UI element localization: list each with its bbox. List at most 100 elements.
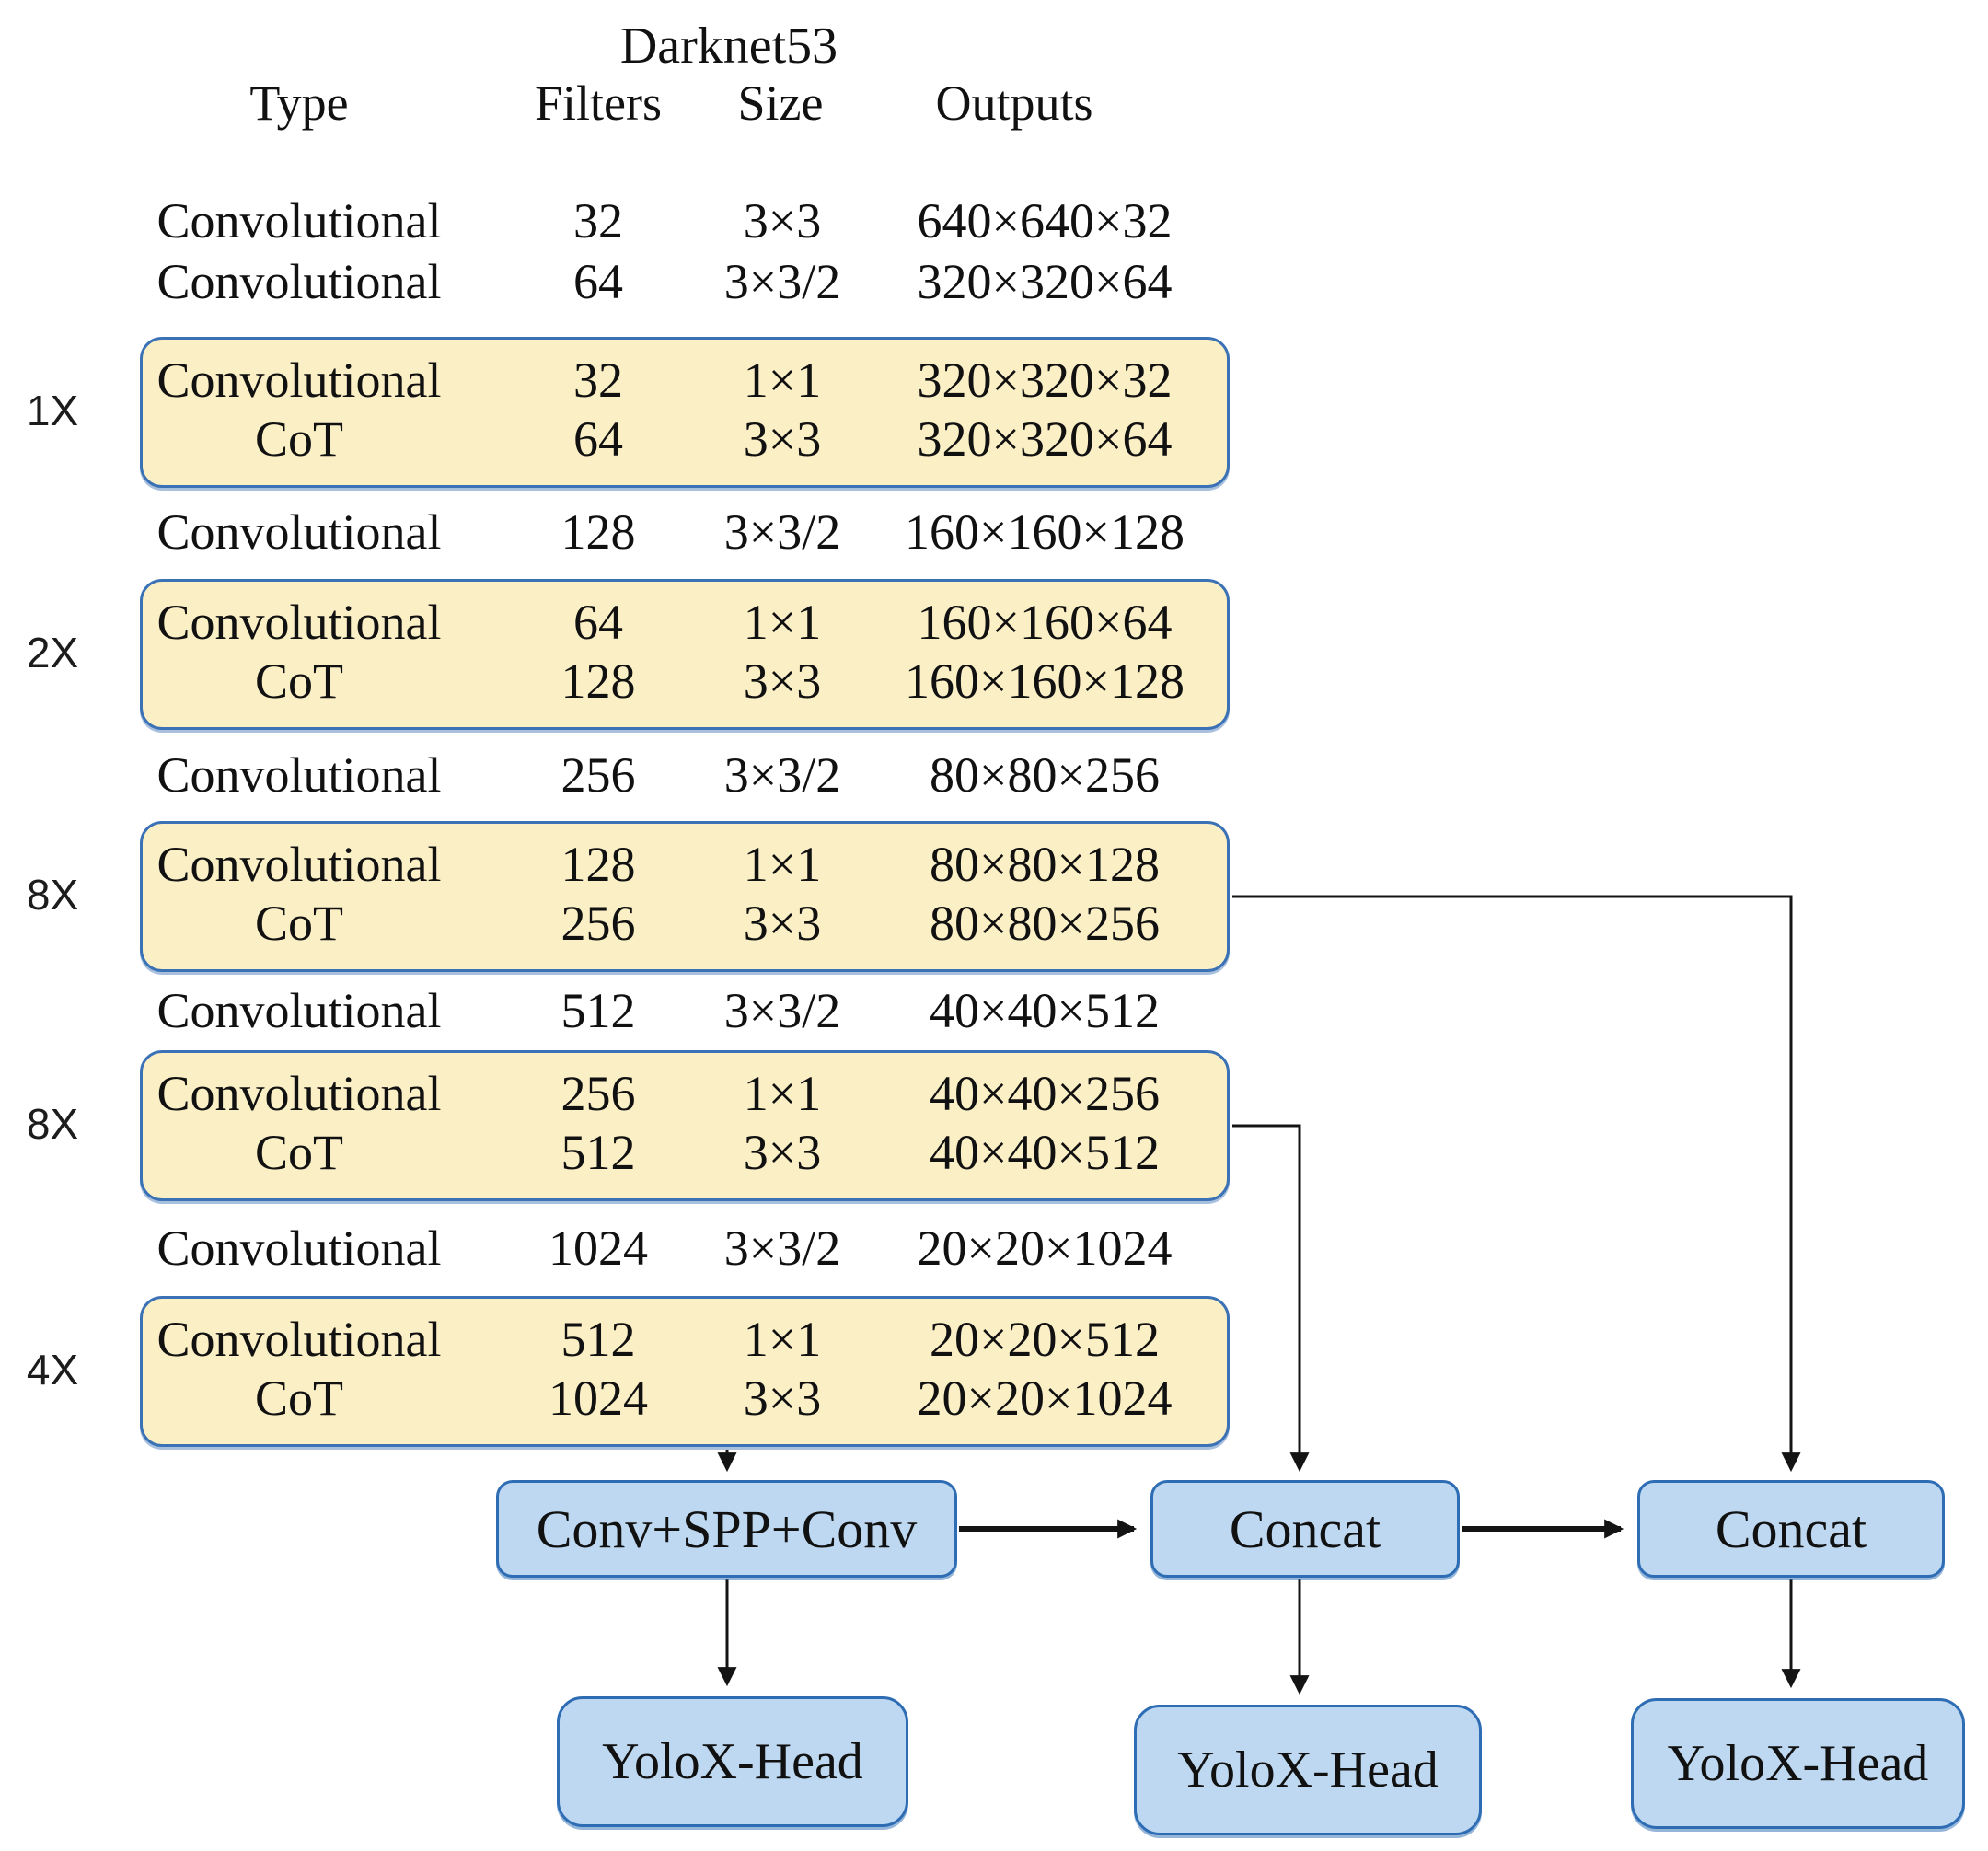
node-yolox-head-left: YoloX-Head bbox=[557, 1696, 908, 1827]
cell-type: Convolutional bbox=[156, 1312, 442, 1367]
node-yolox-head-mid: YoloX-Head bbox=[1134, 1705, 1482, 1835]
cell-outputs: 20×20×1024 bbox=[917, 1221, 1173, 1276]
residual-block-8x-b bbox=[140, 1050, 1230, 1201]
cell-size: 1×1 bbox=[743, 595, 822, 650]
cell-type: Convolutional bbox=[156, 193, 442, 249]
block-row: CoT 256 3×3 80×80×256 bbox=[0, 895, 1289, 952]
cell-size: 3×3 bbox=[743, 1125, 822, 1180]
cell-type: Convolutional bbox=[156, 353, 442, 408]
block-multiplier-label: 8X bbox=[26, 1100, 79, 1148]
block-row: Convolutional 512 1×1 20×20×512 bbox=[0, 1311, 1289, 1368]
cell-type: CoT bbox=[254, 654, 343, 709]
cell-size: 1×1 bbox=[743, 353, 822, 408]
column-header-filters: Filters bbox=[534, 75, 662, 131]
cell-filters: 32 bbox=[573, 353, 623, 408]
cell-outputs: 40×40×256 bbox=[930, 1066, 1160, 1121]
cell-type: CoT bbox=[254, 1371, 343, 1426]
arrow-80x80-to-concat-right bbox=[1232, 895, 1801, 1473]
cell-outputs: 160×160×128 bbox=[905, 504, 1185, 560]
cell-size: 3×3 bbox=[743, 193, 822, 249]
cell-outputs: 20×20×1024 bbox=[917, 1371, 1173, 1426]
layer-row-conv1024: Convolutional 1024 3×3/2 20×20×1024 bbox=[0, 1220, 1289, 1277]
cell-type: Convolutional bbox=[156, 983, 442, 1038]
residual-block-1x bbox=[140, 337, 1230, 488]
cell-filters: 128 bbox=[561, 837, 636, 892]
cell-outputs: 20×20×512 bbox=[930, 1312, 1160, 1367]
node-conv-spp-conv: Conv+SPP+Conv bbox=[496, 1480, 957, 1578]
column-header-outputs: Outputs bbox=[935, 75, 1093, 131]
block-row: CoT 1024 3×3 20×20×1024 bbox=[0, 1370, 1289, 1427]
cell-type: Convolutional bbox=[156, 837, 442, 892]
layer-row-conv64: Convolutional 64 3×3/2 320×320×64 bbox=[0, 253, 1289, 310]
block-row: CoT 64 3×3 320×320×64 bbox=[0, 411, 1289, 468]
cell-type: CoT bbox=[254, 896, 343, 951]
cell-type: Convolutional bbox=[156, 1221, 442, 1276]
cell-filters: 64 bbox=[573, 254, 623, 309]
cell-filters: 32 bbox=[573, 193, 623, 249]
block-row: Convolutional 32 1×1 320×320×32 bbox=[0, 352, 1289, 409]
cell-outputs: 320×320×64 bbox=[917, 254, 1173, 309]
cell-size: 3×3/2 bbox=[723, 983, 841, 1038]
cell-filters: 1024 bbox=[549, 1221, 648, 1276]
column-header-size: Size bbox=[737, 75, 824, 131]
node-concat-mid: Concat bbox=[1150, 1480, 1460, 1578]
cell-type: Convolutional bbox=[156, 595, 442, 650]
layer-row-conv256: Convolutional 256 3×3/2 80×80×256 bbox=[0, 746, 1289, 804]
block-multiplier-label: 4X bbox=[26, 1346, 79, 1394]
node-concat-right: Concat bbox=[1637, 1480, 1945, 1578]
block-row: CoT 512 3×3 40×40×512 bbox=[0, 1124, 1289, 1181]
cell-size: 1×1 bbox=[743, 1066, 822, 1121]
block-multiplier-label: 8X bbox=[26, 871, 79, 919]
block-multiplier-label: 2X bbox=[26, 629, 79, 677]
column-header-type: Type bbox=[249, 75, 349, 131]
cell-type: Convolutional bbox=[156, 254, 442, 309]
block-multiplier-label: 1X bbox=[26, 387, 79, 434]
cell-filters: 1024 bbox=[549, 1371, 648, 1426]
cell-filters: 64 bbox=[573, 595, 623, 650]
cell-size: 1×1 bbox=[743, 837, 822, 892]
layer-row-conv32: Convolutional 32 3×3 640×640×32 bbox=[0, 192, 1289, 249]
cell-size: 3×3 bbox=[743, 1371, 822, 1426]
cell-filters: 512 bbox=[561, 983, 636, 1038]
diagram-title: Darknet53 bbox=[619, 17, 838, 75]
cell-outputs: 80×80×128 bbox=[930, 837, 1160, 892]
cell-type: Convolutional bbox=[156, 747, 442, 803]
cell-outputs: 320×320×32 bbox=[917, 353, 1173, 408]
block-row: Convolutional 256 1×1 40×40×256 bbox=[0, 1065, 1289, 1122]
block-row: Convolutional 64 1×1 160×160×64 bbox=[0, 594, 1289, 651]
cell-size: 3×3 bbox=[743, 896, 822, 951]
cell-filters: 256 bbox=[561, 896, 636, 951]
cell-outputs: 320×320×64 bbox=[917, 411, 1173, 467]
cell-type: Convolutional bbox=[156, 1066, 442, 1121]
residual-block-8x-a bbox=[140, 821, 1230, 972]
cell-filters: 64 bbox=[573, 411, 623, 467]
layer-row-conv512: Convolutional 512 3×3/2 40×40×512 bbox=[0, 982, 1289, 1039]
cell-filters: 128 bbox=[561, 504, 636, 560]
cell-type: Convolutional bbox=[156, 504, 442, 560]
cell-size: 3×3/2 bbox=[723, 254, 841, 309]
cell-filters: 256 bbox=[561, 747, 636, 803]
cell-size: 3×3/2 bbox=[723, 747, 841, 803]
cell-outputs: 160×160×128 bbox=[905, 654, 1185, 709]
cell-outputs: 80×80×256 bbox=[930, 896, 1160, 951]
cell-outputs: 40×40×512 bbox=[930, 1125, 1160, 1180]
layer-row-conv128: Convolutional 128 3×3/2 160×160×128 bbox=[0, 503, 1289, 561]
cell-size: 3×3/2 bbox=[723, 1221, 841, 1276]
cell-filters: 512 bbox=[561, 1125, 636, 1180]
cell-type: CoT bbox=[254, 1125, 343, 1180]
cell-outputs: 640×640×32 bbox=[917, 193, 1173, 249]
residual-block-2x bbox=[140, 579, 1230, 730]
block-row: Convolutional 128 1×1 80×80×128 bbox=[0, 836, 1289, 893]
node-yolox-head-right: YoloX-Head bbox=[1631, 1698, 1965, 1829]
cell-outputs: 40×40×512 bbox=[930, 983, 1160, 1038]
cell-filters: 512 bbox=[561, 1312, 636, 1367]
cell-filters: 128 bbox=[561, 654, 636, 709]
cell-filters: 256 bbox=[561, 1066, 636, 1121]
cell-size: 3×3/2 bbox=[723, 504, 841, 560]
cell-type: CoT bbox=[254, 411, 343, 467]
cell-size: 3×3 bbox=[743, 654, 822, 709]
cell-size: 1×1 bbox=[743, 1312, 822, 1367]
block-row: CoT 128 3×3 160×160×128 bbox=[0, 653, 1289, 710]
cell-outputs: 160×160×64 bbox=[917, 595, 1173, 650]
